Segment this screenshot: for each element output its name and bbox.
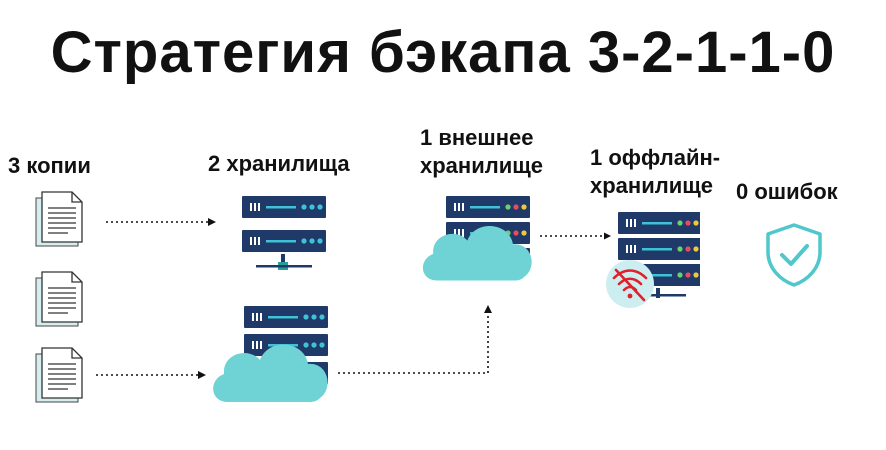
label-external-line2: хранилище xyxy=(420,153,544,178)
label-external-line1: 1 внешнее xyxy=(420,125,534,150)
label-errors: 0 ошибок xyxy=(736,179,838,204)
local-server-icon xyxy=(242,196,332,276)
shield-check-icon xyxy=(764,222,824,288)
offline-server-icon xyxy=(604,208,700,308)
label-storages: 2 хранилища xyxy=(208,151,350,176)
external-server-icon xyxy=(420,196,534,292)
label-offline-line2: хранилище xyxy=(590,173,714,198)
cloud-server-icon xyxy=(210,306,334,406)
label-offline-line1: 1 оффлайн- xyxy=(590,145,721,170)
label-copies: 3 копии xyxy=(8,153,91,178)
page-title: Стратегия бэкапа 3-2-1-1-0 xyxy=(50,20,836,85)
